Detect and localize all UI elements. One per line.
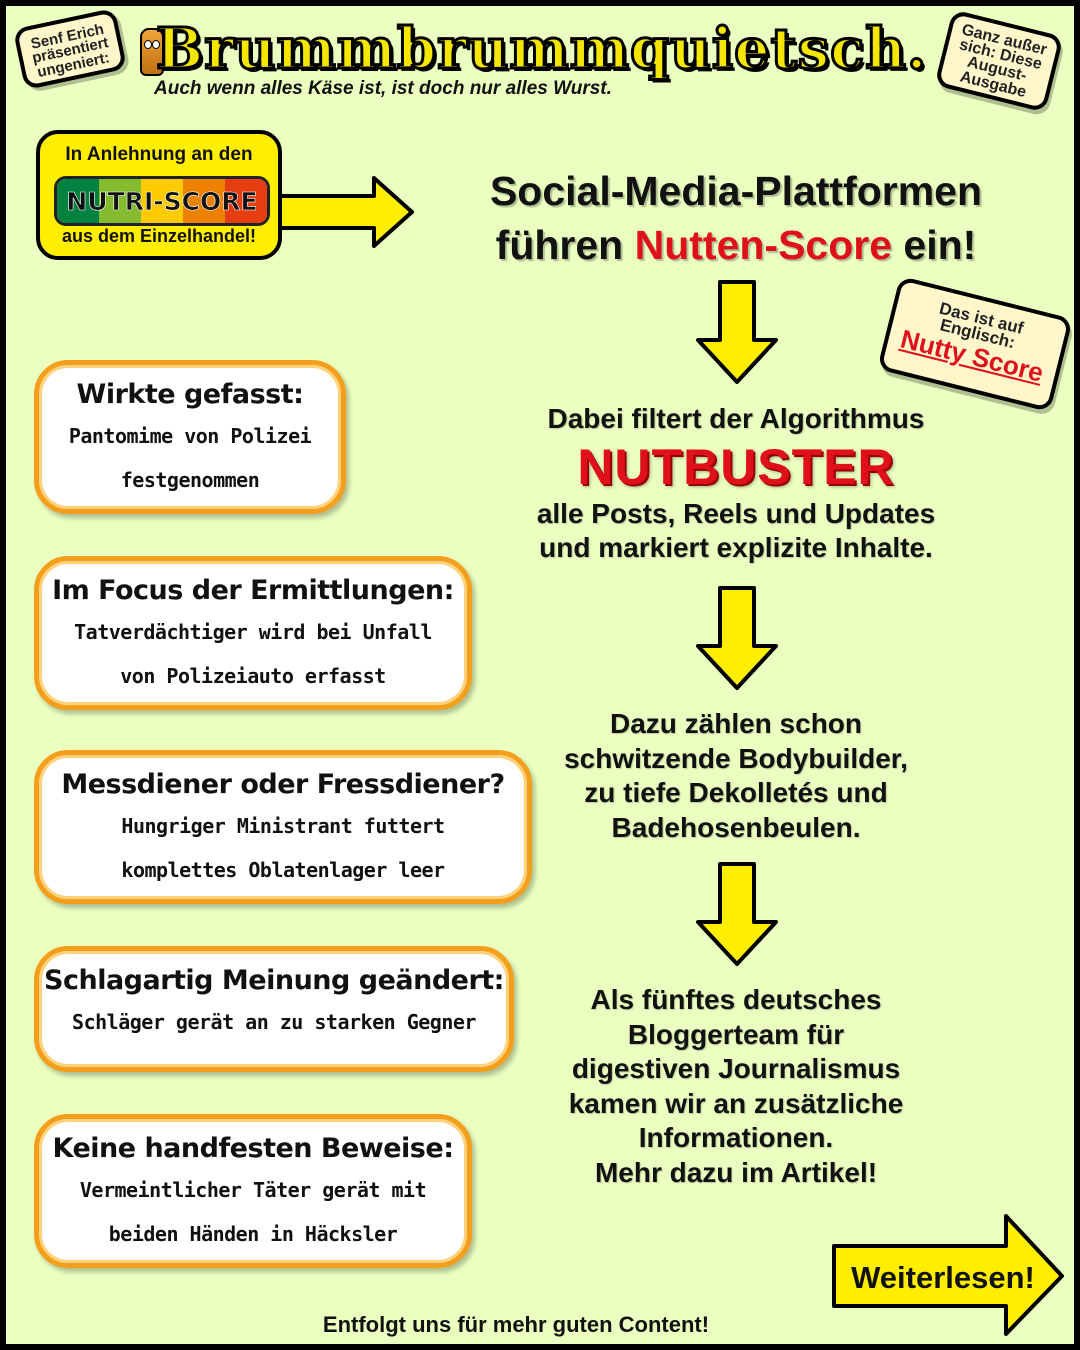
card-line: beiden Händen in Häcksler: [108, 1222, 398, 1246]
page: Senf Erich präsentiert ungeniert: Brummb…: [6, 6, 1074, 1344]
headline-line2: führen Nutten-Score ein!: [416, 218, 1056, 272]
nutri-segment-a: [57, 179, 99, 223]
headline-line1: Social-Media-Plattformen: [489, 168, 983, 214]
card-body: Tatverdächtiger wird bei Unfall von Poli…: [39, 610, 467, 698]
card-line: komplettes Oblatenlager leer: [121, 858, 445, 882]
headline-post: ein!: [892, 222, 977, 268]
flow-text: und markiert explizite Inhalte.: [539, 532, 933, 563]
card-line: von Polizeiauto erfasst: [120, 664, 386, 688]
card-line: Hungriger Ministrant futtert: [121, 814, 445, 838]
card-line: Schläger gerät an zu starken Gegner: [72, 1010, 476, 1034]
nutri-top-text: In Anlehnung an den: [65, 144, 253, 165]
nutri-segment-d: [183, 179, 225, 223]
flow-text: zu tiefe Dekolletés und: [584, 777, 888, 808]
nutri-segment-e: [225, 179, 267, 223]
flow-text: schwitzende Bodybuilder,: [564, 742, 908, 774]
card-line: Vermeintlicher Täter gerät mit: [79, 1178, 427, 1202]
teaser-card[interactable]: Schlagartig Meinung geändert: Schläger g…: [34, 946, 514, 1072]
flow-text: alle Posts, Reels und Updates: [536, 497, 936, 529]
edition-stamp: Ganz außer sich: Diese August- Ausgabe: [934, 9, 1064, 113]
flow-block-3: Als fünftes deutsches Bloggerteam für di…: [486, 983, 986, 1190]
down-arrow-icon: [696, 280, 778, 384]
flow-text: Mehr dazu im Artikel!: [594, 1156, 878, 1188]
flow-text: Bloggerteam für: [627, 1018, 845, 1050]
flow-text: Dabei filtert der Algorithmus: [547, 403, 925, 434]
nutri-bottom-text: aus dem Einzelhandel!: [61, 226, 257, 246]
card-headline: Schlagartig Meinung geändert:: [44, 965, 504, 996]
right-arrow-icon: [266, 176, 414, 248]
down-arrow-icon: [696, 862, 778, 966]
nutri-score-logo: NUTRI-SCORE: [54, 176, 270, 226]
down-arrow-icon: [696, 586, 778, 690]
flow-text: Als fünftes deutsches: [590, 984, 882, 1015]
flow-text: kamen wir an zusätzliche: [568, 1087, 904, 1119]
nutri-segment-c: [141, 179, 183, 223]
card-body: Vermeintlicher Täter gerät mit beiden Hä…: [39, 1168, 467, 1256]
card-headline: Wirkte gefasst:: [76, 379, 304, 410]
card-body: Hungriger Ministrant futtert komplettes …: [39, 804, 527, 892]
english-stamp: Das ist auf Englisch: Nutty Score: [877, 275, 1073, 413]
site-title[interactable]: Brummbrummquietsch.: [154, 15, 928, 84]
headline-highlight: Nutten-Score: [634, 222, 893, 268]
card-line: Tatverdächtiger wird bei Unfall: [74, 620, 432, 644]
card-headline: Keine handfesten Beweise:: [52, 1133, 455, 1164]
read-more-arrow[interactable]: [830, 1212, 1066, 1338]
card-headline: Im Focus der Ermittlungen:: [52, 575, 454, 606]
read-more-button[interactable]: Weiterlesen!: [851, 1260, 1035, 1295]
flow-text: digestiven Journalismus: [571, 1053, 901, 1084]
card-body: Pantomime von Polizei festgenommen: [39, 414, 341, 502]
teaser-card[interactable]: Messdiener oder Fressdiener? Hungriger M…: [34, 750, 532, 904]
teaser-card[interactable]: Wirkte gefasst: Pantomime von Polizei fe…: [34, 360, 346, 514]
flow-block-1: Dabei filtert der Algorithmus NUTBUSTER …: [486, 402, 986, 566]
flow-text: Informationen.: [638, 1122, 834, 1153]
flow-text: Dazu zählen schon: [609, 708, 863, 739]
card-headline: Messdiener oder Fressdiener?: [61, 769, 505, 800]
card-body: Schläger gerät an zu starken Gegner: [39, 1000, 509, 1044]
headline: Social-Media-Plattformen führen Nutten-S…: [416, 164, 1056, 272]
nutri-score-badge: In Anlehnung an den NUTRI-SCORE aus dem …: [36, 130, 282, 260]
teaser-card[interactable]: Keine handfesten Beweise: Vermeintlicher…: [34, 1114, 472, 1268]
nutri-segment-b: [99, 179, 141, 223]
footer-text: Entfolgt uns für mehr guten Content!: [322, 1312, 710, 1337]
flow-text: Badehosenbeulen.: [611, 811, 861, 843]
headline-pre: führen: [495, 222, 635, 268]
presenter-stamp: Senf Erich präsentiert ungeniert:: [12, 7, 128, 91]
mascot-icon: [140, 28, 164, 76]
teaser-card[interactable]: Im Focus der Ermittlungen: Tatverdächtig…: [34, 556, 472, 710]
nutri-logo-text: NUTRI-SCORE: [66, 186, 258, 216]
card-line: festgenommen: [120, 468, 260, 492]
flow-block-2: Dazu zählen schon schwitzende Bodybuilde…: [486, 707, 986, 845]
card-line: Pantomime von Polizei: [68, 424, 312, 448]
tagline: Auch wenn alles Käse ist, ist doch nur a…: [154, 78, 612, 99]
algorithm-name: NUTBUSTER: [577, 438, 895, 495]
